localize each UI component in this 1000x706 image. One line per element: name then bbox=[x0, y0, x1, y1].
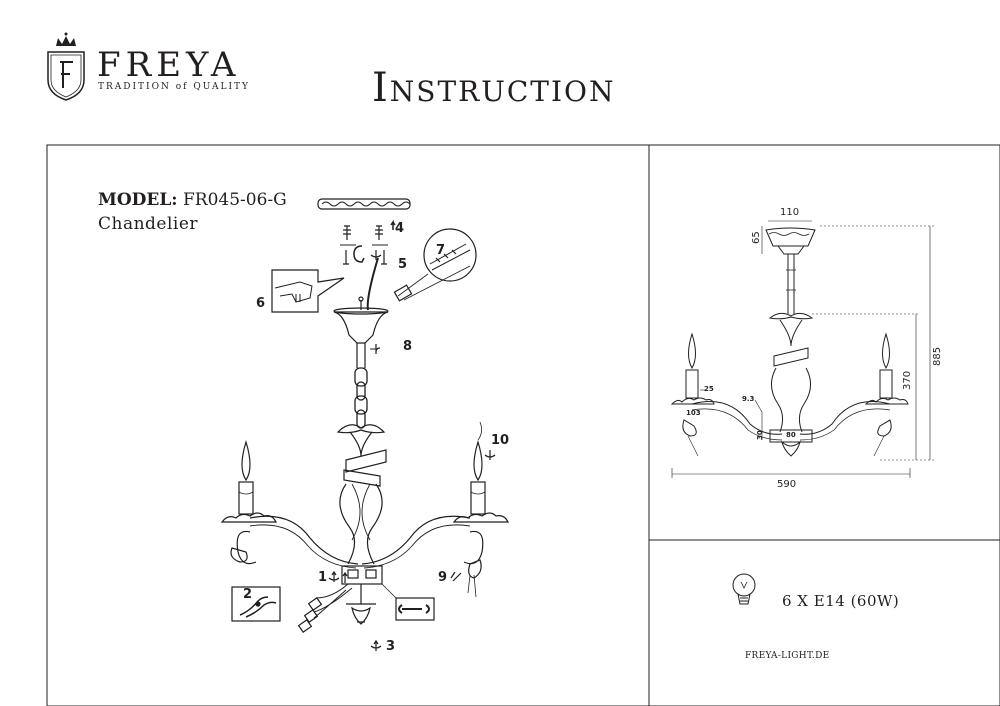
dim-body-height: 370 bbox=[902, 370, 913, 390]
website-link[interactable]: FREYA-LIGHT.DE bbox=[745, 651, 830, 661]
document-title: Instruction bbox=[372, 65, 616, 111]
step-2-label: 2 bbox=[243, 587, 253, 602]
step-7-label: 7 bbox=[436, 243, 446, 258]
product-type: Chandelier bbox=[98, 214, 199, 234]
step-3-label: 3 bbox=[386, 639, 396, 654]
step-10-label: 10 bbox=[491, 433, 510, 448]
dim-total-width: 590 bbox=[777, 479, 797, 490]
assembly-diagram bbox=[220, 198, 509, 651]
dim-arm-tube: 9.3 bbox=[742, 395, 755, 403]
ceiling-rosette-icon bbox=[317, 198, 411, 210]
panel-frames bbox=[46, 144, 1000, 706]
model-line: MODEL: FR045-06-G bbox=[98, 192, 287, 209]
dim-canopy-width: 110 bbox=[780, 207, 800, 218]
logo-shield-icon bbox=[47, 32, 85, 101]
step-9-label: 9 bbox=[438, 570, 448, 585]
dim-candle-width: 25 bbox=[704, 385, 714, 393]
dim-cup-width: 103 bbox=[686, 409, 701, 417]
model-label: MODEL: bbox=[98, 190, 178, 210]
dim-base-height: 30 bbox=[756, 430, 764, 440]
dim-base-width: 80 bbox=[786, 431, 796, 439]
dim-total-height: 885 bbox=[932, 346, 943, 366]
dimension-drawing bbox=[670, 220, 935, 478]
step-8-label: 8 bbox=[403, 339, 413, 354]
bulb-spec: 6 X E14 (60W) bbox=[782, 592, 900, 610]
bulb-icon bbox=[732, 573, 756, 605]
brand-tagline: TRADITION of QUALITY bbox=[98, 82, 250, 92]
dim-canopy-height: 65 bbox=[751, 231, 762, 244]
step-4-label: 4 bbox=[395, 221, 405, 236]
step-5-label: 5 bbox=[398, 257, 408, 272]
step-1-label: 1 bbox=[318, 570, 328, 585]
step-6-label: 6 bbox=[256, 296, 266, 311]
brand-name: FREYA bbox=[97, 45, 241, 85]
model-code: FR045-06-G bbox=[182, 190, 287, 210]
